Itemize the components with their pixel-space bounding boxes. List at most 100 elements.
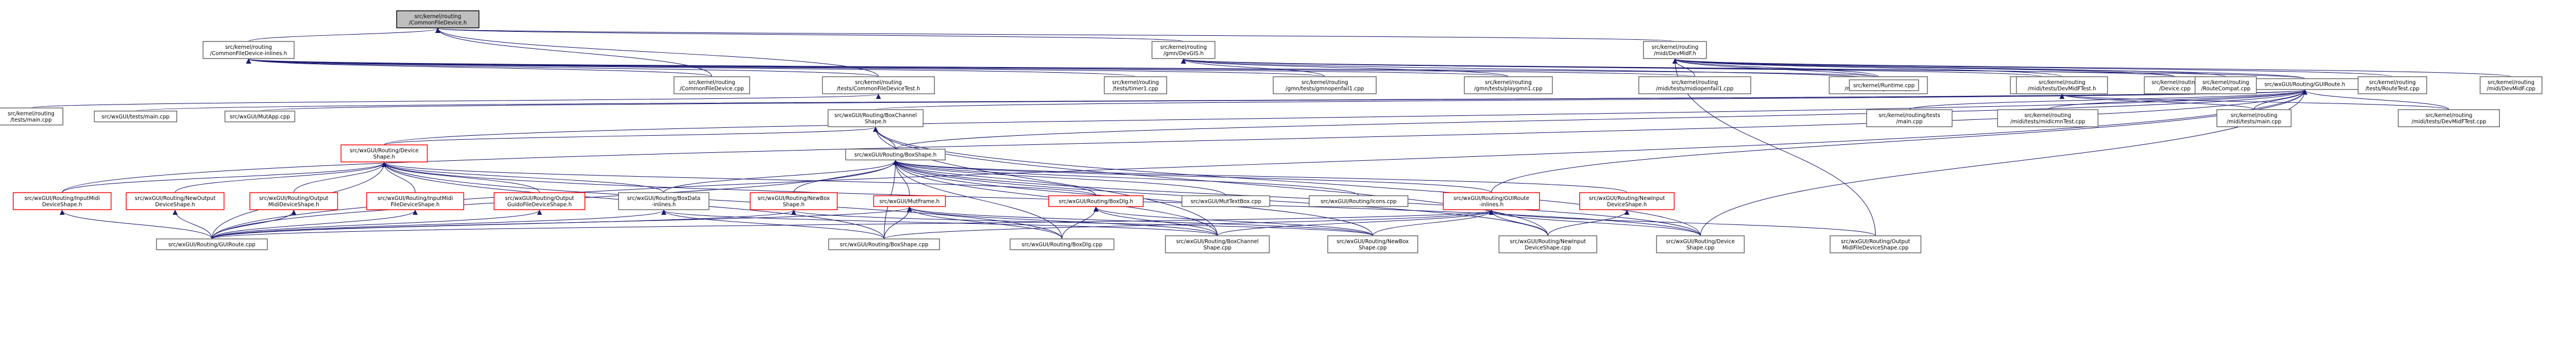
file-node[interactable]: src/kernel/routing/gmn/tests/gmnopenfail…: [1273, 76, 1377, 94]
file-node[interactable]: src/kernel/routing/midi/DevMidF.cpp: [2479, 76, 2542, 94]
file-node-box: [1997, 109, 2099, 127]
file-node[interactable]: src/wxGUI/Routing/BoxShape.cpp: [828, 238, 940, 251]
file-node[interactable]: src/kernel/routing/tests/main.cpp: [1866, 109, 1953, 127]
file-node[interactable]: src/wxGUI/Routing/BoxData-inlines.h: [618, 192, 710, 210]
dependency-edge: [1672, 59, 1884, 80]
file-node[interactable]: src/wxGUI/Routing/OutputMidiFileDeviceSh…: [1829, 235, 1922, 253]
file-node[interactable]: src/kernel/routing/midi/tests/main.cpp: [2216, 109, 2292, 127]
file-node[interactable]: src/kernel/routing/CommonFileDevice.h: [396, 10, 480, 28]
file-node-label: src/kernel/routing: [1651, 44, 1698, 51]
file-node-label: src/kernel/routing/tests: [1879, 113, 1941, 119]
dependency-edge: [211, 210, 418, 239]
dependency-edge: [31, 94, 881, 109]
file-node-label: src/kernel/routing: [2202, 80, 2249, 86]
file-node[interactable]: src/wxGUI/Routing/BoxDlg.h: [1048, 195, 1144, 207]
file-node[interactable]: src/kernel/routing/gmn/tests/playgmn1.cp…: [1463, 76, 1553, 94]
file-node-label: src/kernel/routing: [1160, 44, 1207, 51]
file-node[interactable]: src/wxGUI/Routing/GUIRoute.h: [2249, 78, 2361, 90]
dependency-edge: [172, 210, 212, 239]
file-node-label: /midi/DevMidF.cpp: [2487, 86, 2536, 92]
dependency-edge: [2059, 94, 2449, 110]
file-node-label: /midi/tests/main.cpp: [2227, 119, 2281, 125]
dependency-edge: [791, 210, 1373, 236]
dependency-edge: [246, 59, 1879, 77]
file-node[interactable]: src/kernel/routing/midi/tests/DevMidFTes…: [2015, 76, 2108, 94]
file-node[interactable]: src/wxGUI/MutTextBox.cpp: [1181, 195, 1270, 207]
file-node[interactable]: src/wxGUI/Routing/BoxDlg.cpp: [1009, 238, 1115, 251]
file-node[interactable]: src/kernel/routing/midi/tests/DevMidFTes…: [2398, 109, 2500, 127]
file-node[interactable]: src/kernel/routing/tests/CommonFileDevic…: [822, 76, 935, 94]
file-node-label: src/wxGUI/MutTextBox.cpp: [1190, 199, 1261, 205]
dependency-edge: [1491, 89, 2307, 193]
dependency-edge: [383, 127, 878, 145]
file-node-label: src/kernel/routing: [8, 111, 55, 117]
file-node-box: [1829, 235, 1922, 253]
file-node-box: [1498, 235, 1598, 253]
file-node-label: src/kernel/routing: [1112, 80, 1159, 86]
file-node[interactable]: src/wxGUI/Routing/GUIRoute-inlines.h: [1442, 192, 1540, 210]
file-node-box: [1181, 195, 1270, 207]
file-node[interactable]: src/wxGUI/Routing/BoxShape.h: [845, 148, 946, 161]
file-node-box: [366, 192, 465, 210]
file-node[interactable]: src/wxGUI/Routing/OutputMidiDeviceShape.…: [249, 192, 338, 210]
file-node[interactable]: src/wxGUI/Routing/InputMidiFileDeviceSha…: [366, 192, 465, 210]
file-node-label: src/kernel/routing: [1671, 80, 1718, 86]
file-node-label: /tests/timer1.cpp: [1113, 86, 1158, 92]
dependency-edge: [382, 162, 1701, 236]
dependency-edge: [211, 210, 667, 239]
file-node[interactable]: src/wxGUI/Routing/OutputGuidoFileDeviceS…: [494, 192, 586, 210]
file-node[interactable]: src/wxGUI/MutApp.cpp: [224, 110, 295, 123]
file-node-label: Shape.cpp: [1203, 245, 1231, 251]
dependency-edge: [2047, 89, 2307, 110]
file-node-label: MidiDeviceShape.h: [269, 202, 320, 208]
file-node[interactable]: src/kernel/Runtime.cpp: [1849, 79, 1920, 91]
file-node-box: [1048, 195, 1144, 207]
file-node-label: src/wxGUI/MutFrame.h: [880, 199, 940, 205]
file-node[interactable]: src/kernel/routing/RouteCompat.cpp: [2194, 76, 2257, 94]
file-node-box: [126, 192, 225, 210]
file-node[interactable]: src/kernel/routing/midi/tests/midiopenfa…: [1638, 76, 1751, 94]
dependency-edge: [1217, 210, 1494, 236]
file-node-label: Shape.cpp: [1686, 245, 1714, 251]
file-node-label: /CommonFileDevice.cpp: [680, 86, 744, 92]
file-node-box: [873, 195, 946, 207]
file-node-label: Shape.h: [865, 119, 886, 125]
file-node[interactable]: src/kernel/routing/tests/main.cpp: [0, 107, 64, 126]
file-node-box: [2194, 76, 2257, 94]
dependency-edge: [1488, 210, 1876, 236]
file-node-box: [1463, 76, 1553, 94]
file-node[interactable]: src/kernel/routing/tests/timer1.cpp: [1103, 76, 1168, 94]
file-node[interactable]: src/wxGUI/Routing/DeviceShape.cpp: [1656, 235, 1745, 253]
file-node-label: src/wxGUI/Routing/BoxDlg.h: [1059, 199, 1133, 205]
dependency-edge: [1488, 210, 1701, 236]
file-node[interactable]: src/kernel/routing/midi/DevMidF.h: [1643, 41, 1707, 59]
file-node-box: [2015, 76, 2108, 94]
file-node[interactable]: src/kernel/routing/midi/tests/midicmnTes…: [1997, 109, 2099, 127]
file-node[interactable]: src/wxGUI/Routing/GUIRoute.cpp: [156, 238, 268, 251]
file-node[interactable]: src/wxGUI/Routing/NewInputDeviceShape.cp…: [1498, 235, 1598, 253]
file-node-label: src/kernel/routing: [855, 80, 902, 86]
file-node[interactable]: src/wxGUI/Routing/Icons.cpp: [1308, 195, 1408, 207]
file-node[interactable]: src/wxGUI/MutFrame.h: [873, 195, 946, 207]
file-node-label: /Device.cpp: [2159, 86, 2190, 92]
file-node[interactable]: src/kernel/routing/CommonFileDevice.cpp: [674, 76, 750, 94]
file-node[interactable]: src/kernel/routing/CommonFileDevice-inli…: [202, 41, 295, 59]
file-node[interactable]: src/wxGUI/tests/main.cpp: [94, 110, 178, 123]
file-node-box: [340, 144, 428, 163]
file-node-box: [0, 107, 64, 126]
dependency-edge: [61, 89, 2307, 193]
file-node[interactable]: src/kernel/routing/gmn/DevGIS.h: [1151, 41, 1216, 59]
file-node-label: -inlines.h: [651, 202, 676, 208]
file-node[interactable]: src/wxGUI/Routing/DeviceShape.h: [340, 144, 428, 163]
file-node-label: src/wxGUI/Routing/GUIRoute.h: [2264, 82, 2345, 88]
file-node-label: GuidoFileDeviceShape.h: [507, 202, 572, 208]
dependency-edge: [1181, 59, 2043, 77]
file-node[interactable]: src/kernel/routing/tests/RouteTest.cpp: [2357, 76, 2427, 94]
